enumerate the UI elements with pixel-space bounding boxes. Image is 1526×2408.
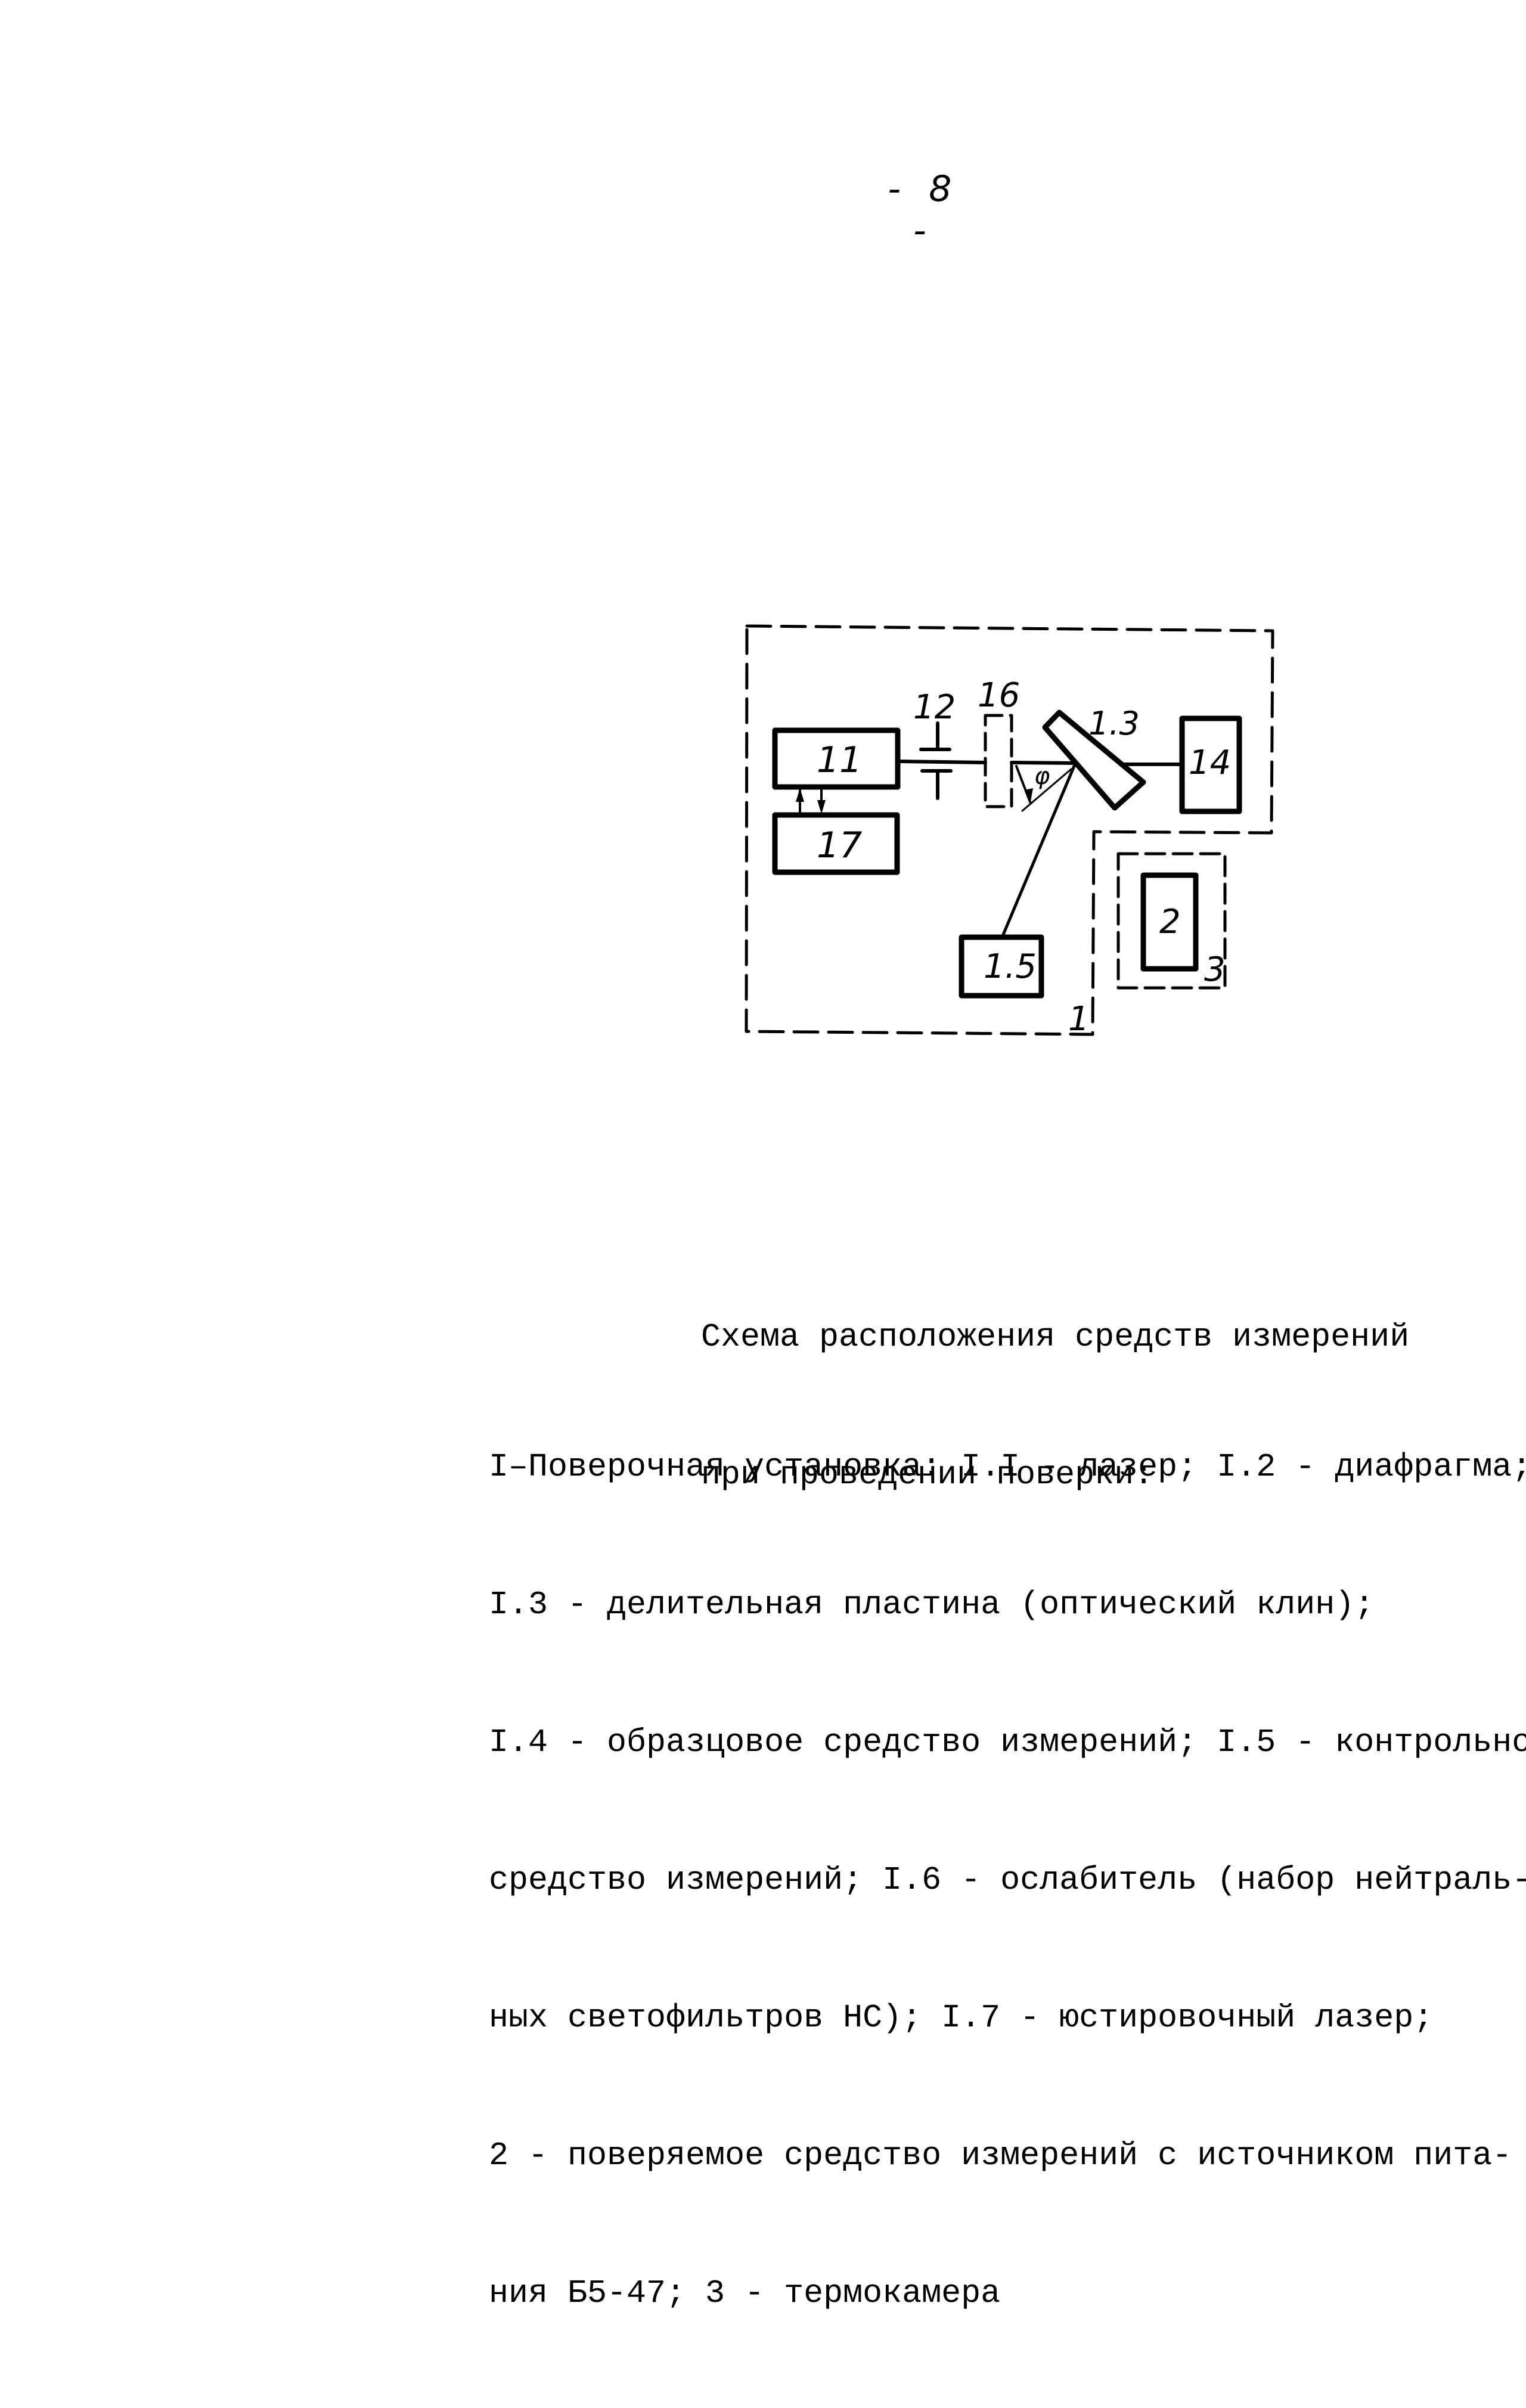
label-splitter: 1.3 — [1088, 705, 1140, 742]
label-laser: 11 — [817, 739, 862, 781]
legend-line: 2 - поверяемое средство измерений с исто… — [489, 2137, 1512, 2174]
legend-line: I.3 - делительная пластина (оптический к… — [489, 1586, 1375, 1623]
beam-splitter-wedge — [1042, 709, 1146, 811]
label-device-under-test: 2 — [1159, 903, 1181, 941]
figure-legend: I–Поверочная установка: I.I - лазер; I.2… — [489, 1352, 1526, 2408]
legend-line: ния Б5-47; 3 - термокамера — [489, 2274, 1001, 2312]
label-reference-meter: 14 — [1189, 743, 1231, 782]
control-meter-box — [959, 934, 1044, 999]
label-alignment-laser: 17 — [817, 825, 862, 866]
page-number: - 8 - — [888, 168, 960, 252]
legend-line: I–Поверочная установка: I.I - лазер; I.2… — [489, 1448, 1526, 1486]
thermal-chamber-box — [1116, 852, 1227, 990]
document-page: - 8 - — [489, 168, 1526, 2312]
figure-caption: Схема расположения средств измерений при… — [701, 1222, 1409, 1589]
alignment-laser-box — [772, 812, 900, 875]
label-attenuator: 16 — [978, 676, 1020, 715]
reflected-beam — [1001, 764, 1076, 938]
label-setup: 1 — [1068, 1000, 1090, 1039]
label-thermal-chamber: 3 — [1204, 950, 1226, 989]
legend-line: ных светофильтров НС); I.7 - юстировочны… — [489, 1999, 1434, 2037]
legend-line: I.4 - образцовое средство измерений; I.5… — [489, 1724, 1526, 1761]
label-angle-phi: φ — [1034, 763, 1050, 790]
caption-line: при проведении поверки: — [701, 1456, 1154, 1493]
caption-line: Схема расположения средств измерений — [701, 1318, 1410, 1356]
label-diaphragm: 12 — [913, 688, 956, 727]
attenuator-box — [984, 714, 1013, 808]
label-control-meter: 1.5 — [984, 947, 1037, 986]
laser-box — [772, 727, 901, 790]
setup-boundary — [745, 624, 1274, 1036]
measurement-setup-diagram: 11 17 12 16 1.3 14 1.5 2 3 1 φ — [745, 624, 1274, 1039]
legend-line: средство измерений; I.6 - ослабитель (на… — [489, 1861, 1526, 1899]
beam-segment-1 — [896, 760, 987, 764]
reference-meter-box — [1179, 715, 1242, 814]
device-under-test-box — [1140, 872, 1199, 972]
